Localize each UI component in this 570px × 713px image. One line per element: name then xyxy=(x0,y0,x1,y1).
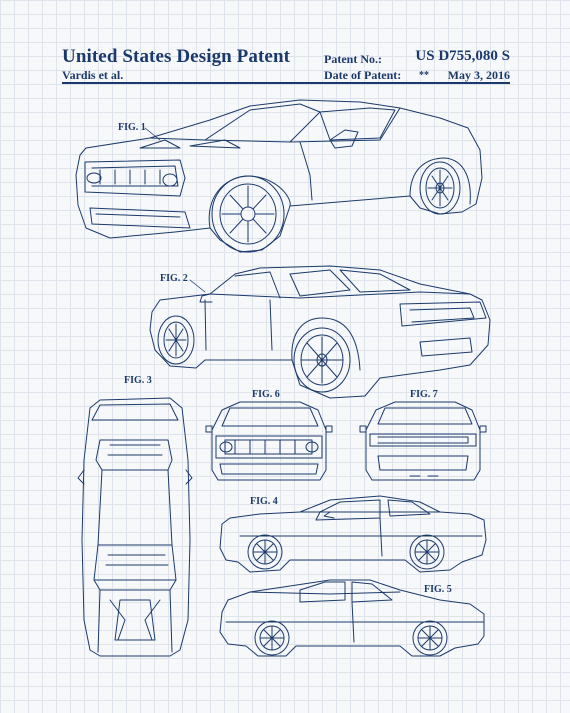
fig-1-car-front-three-quarter xyxy=(76,100,482,252)
figure-leader-lines xyxy=(145,128,205,292)
inventor-name: Vardis et al. xyxy=(62,68,124,82)
fig-2-car-rear-three-quarter xyxy=(150,266,490,398)
date-of-patent-label: Date of Patent: xyxy=(324,68,402,82)
patent-header: United States Design Patent Vardis et al… xyxy=(62,44,510,84)
fig-5-label: FIG. 5 xyxy=(424,584,452,595)
fig-7-label: FIG. 7 xyxy=(410,389,438,400)
date-stars: ** xyxy=(419,70,429,81)
fig-3-label: FIG. 3 xyxy=(124,375,152,386)
fig-7-car-rear-view xyxy=(360,402,486,480)
fig-1-label: FIG. 1 xyxy=(118,122,146,133)
patent-title: United States Design Patent xyxy=(62,46,291,67)
fig-4-label: FIG. 4 xyxy=(250,496,278,507)
fig-3-car-top-view xyxy=(78,398,192,656)
patent-number-label: Patent No.: xyxy=(324,52,382,66)
header-rule xyxy=(62,82,510,84)
fig-6-car-front-view xyxy=(206,402,332,480)
fig-4-car-side-view xyxy=(220,496,486,572)
patent-number-value: US D755,080 S xyxy=(415,48,510,64)
date-of-patent-value: May 3, 2016 xyxy=(447,68,510,82)
fig-2-label: FIG. 2 xyxy=(160,273,188,284)
fig-6-label: FIG. 6 xyxy=(252,389,280,400)
fig-5-car-side-view xyxy=(220,580,484,656)
